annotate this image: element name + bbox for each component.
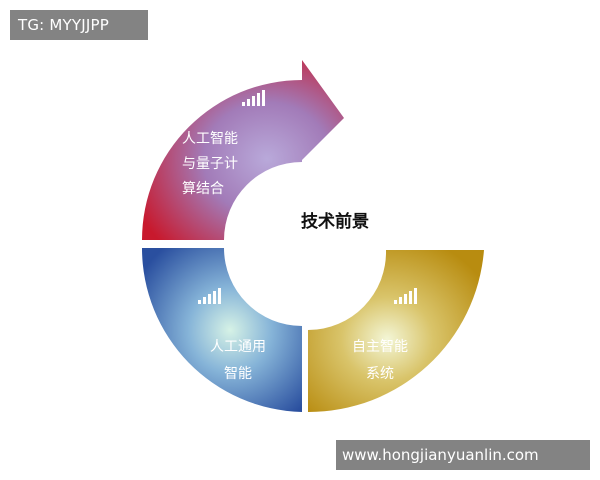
signal-bars-icon [242,90,265,106]
segment-label-line: 人工通用 [210,339,266,355]
segment-top-arrow [142,60,344,240]
center-label: 技术前景 [301,211,369,232]
segment-bottom-right [308,250,484,413]
segment-label-line: 系统 [366,366,394,382]
segment-label-line: 算结合 [182,181,224,197]
segment-label-line: 与量子计 [182,156,238,172]
segment-bottom-left [142,248,302,412]
signal-bars-icon [198,288,221,304]
watermark-top-left: TG: MYYJJPP [10,10,148,40]
signal-bars-icon [394,288,417,304]
watermark-bottom-right: www.hongjianyuanlin.com [336,440,590,470]
segment-label-line: 人工智能 [182,131,238,147]
segment-label-line: 自主智能 [352,339,408,355]
segment-label-line: 智能 [224,366,252,382]
